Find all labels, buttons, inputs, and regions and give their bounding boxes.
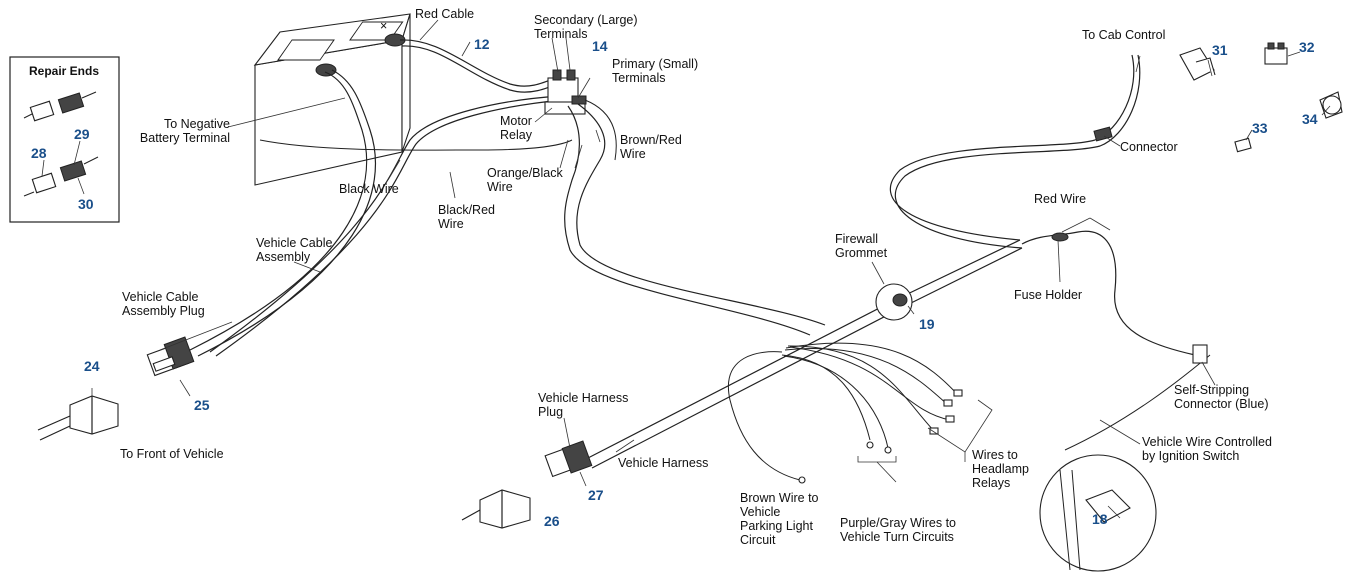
label-to-front-of-vehicle: To Front of Vehicle xyxy=(120,447,224,461)
main-harness xyxy=(587,239,1023,469)
label-fuse-holder: Fuse Holder xyxy=(1014,288,1082,302)
callout-18: 18 xyxy=(1092,511,1108,527)
label-vehicle-wire-ignition-1: Vehicle Wire Controlled xyxy=(1142,435,1272,449)
label-vehicle-cable-plug-1: Vehicle Cable xyxy=(122,290,198,304)
label-vehicle-harness-plug-1: Vehicle Harness xyxy=(538,391,628,405)
label-brown-wire-2: Vehicle xyxy=(740,505,780,519)
callout-28: 28 xyxy=(31,145,47,161)
label-black-wire: Black Wire xyxy=(339,182,399,196)
label-firewall-grommet-1: Firewall xyxy=(835,232,878,246)
relay-harness xyxy=(564,99,826,336)
text-labels: Red Cable Secondary (Large) Terminals Pr… xyxy=(120,7,1272,547)
callout-19: 19 xyxy=(919,316,935,332)
label-motor-relay-1: Motor xyxy=(500,114,532,128)
label-brown-red-2: Wire xyxy=(620,147,646,161)
callout-12: 12 xyxy=(474,36,490,52)
repair-ends-panel: Repair Ends 28 29 30 xyxy=(9,56,120,223)
label-self-stripping-2: Connector (Blue) xyxy=(1174,397,1269,411)
callout-34: 34 xyxy=(1302,111,1318,127)
callout-32: 32 xyxy=(1299,39,1315,55)
label-vehicle-cable-plug-2: Assembly Plug xyxy=(122,304,205,318)
callout-29: 29 xyxy=(74,126,90,142)
callout-30: 30 xyxy=(78,196,94,212)
label-connector: Connector xyxy=(1120,140,1178,154)
battery: × xyxy=(253,13,411,186)
svg-text:×: × xyxy=(380,19,387,33)
label-purple-gray-2: Vehicle Turn Circuits xyxy=(840,530,954,544)
label-black-red-1: Black/Red xyxy=(438,203,495,217)
label-headlamp-1: Wires to xyxy=(972,448,1018,462)
label-brown-wire-4: Circuit xyxy=(740,533,776,547)
callout-31: 31 xyxy=(1212,42,1228,58)
label-brown-wire-1: Brown Wire to xyxy=(740,491,819,505)
label-primary-terminals-2: Terminals xyxy=(612,71,666,85)
label-to-cab-control: To Cab Control xyxy=(1082,28,1165,42)
label-to-negative-2: Battery Terminal xyxy=(140,131,230,145)
label-headlamp-2: Headlamp xyxy=(972,462,1029,476)
label-vehicle-wire-ignition-2: by Ignition Switch xyxy=(1142,449,1239,463)
repair-ends-title: Repair Ends xyxy=(29,64,99,78)
label-vehicle-cable-assembly-1: Vehicle Cable xyxy=(256,236,332,250)
callout-24: 24 xyxy=(84,358,100,374)
callout-33: 33 xyxy=(1252,120,1268,136)
label-vehicle-harness-plug-2: Plug xyxy=(538,405,563,419)
label-red-cable: Red Cable xyxy=(415,7,474,21)
label-firewall-grommet-2: Grommet xyxy=(835,246,888,260)
label-headlamp-3: Relays xyxy=(972,476,1010,490)
label-vehicle-harness: Vehicle Harness xyxy=(618,456,708,470)
label-primary-terminals-1: Primary (Small) xyxy=(612,57,698,71)
wire-fan xyxy=(727,342,963,484)
label-orange-black-2: Wire xyxy=(487,180,513,194)
motor-relay xyxy=(544,69,587,115)
vehicle-harness-plug xyxy=(544,440,593,478)
label-secondary-terminals-1: Secondary (Large) xyxy=(534,13,638,27)
callout-numbers: 12 14 18 19 24 25 26 27 31 32 33 34 xyxy=(84,36,1318,529)
front-connector-24 xyxy=(37,395,119,441)
label-red-wire: Red Wire xyxy=(1034,192,1086,206)
label-black-red-2: Wire xyxy=(438,217,464,231)
label-vehicle-cable-assembly-2: Assembly xyxy=(256,250,311,264)
label-self-stripping-1: Self-Stripping xyxy=(1174,383,1249,397)
cab-control-wire xyxy=(889,54,1211,451)
label-brown-red-1: Brown/Red xyxy=(620,133,682,147)
callout-26: 26 xyxy=(544,513,560,529)
label-to-negative-1: To Negative xyxy=(164,117,230,131)
callout-14: 14 xyxy=(592,38,608,54)
label-brown-wire-3: Parking Light xyxy=(740,519,813,533)
label-orange-black-1: Orange/Black xyxy=(487,166,563,180)
callout-25: 25 xyxy=(194,397,210,413)
label-secondary-terminals-2: Terminals xyxy=(534,27,588,41)
label-purple-gray-1: Purple/Gray Wires to xyxy=(840,516,956,530)
vehicle-cable-plug xyxy=(146,336,195,377)
battery-cables xyxy=(189,39,573,357)
callout-27: 27 xyxy=(588,487,604,503)
connector-26 xyxy=(461,489,531,529)
label-motor-relay-2: Relay xyxy=(500,128,533,142)
leader-lines xyxy=(91,19,1331,519)
